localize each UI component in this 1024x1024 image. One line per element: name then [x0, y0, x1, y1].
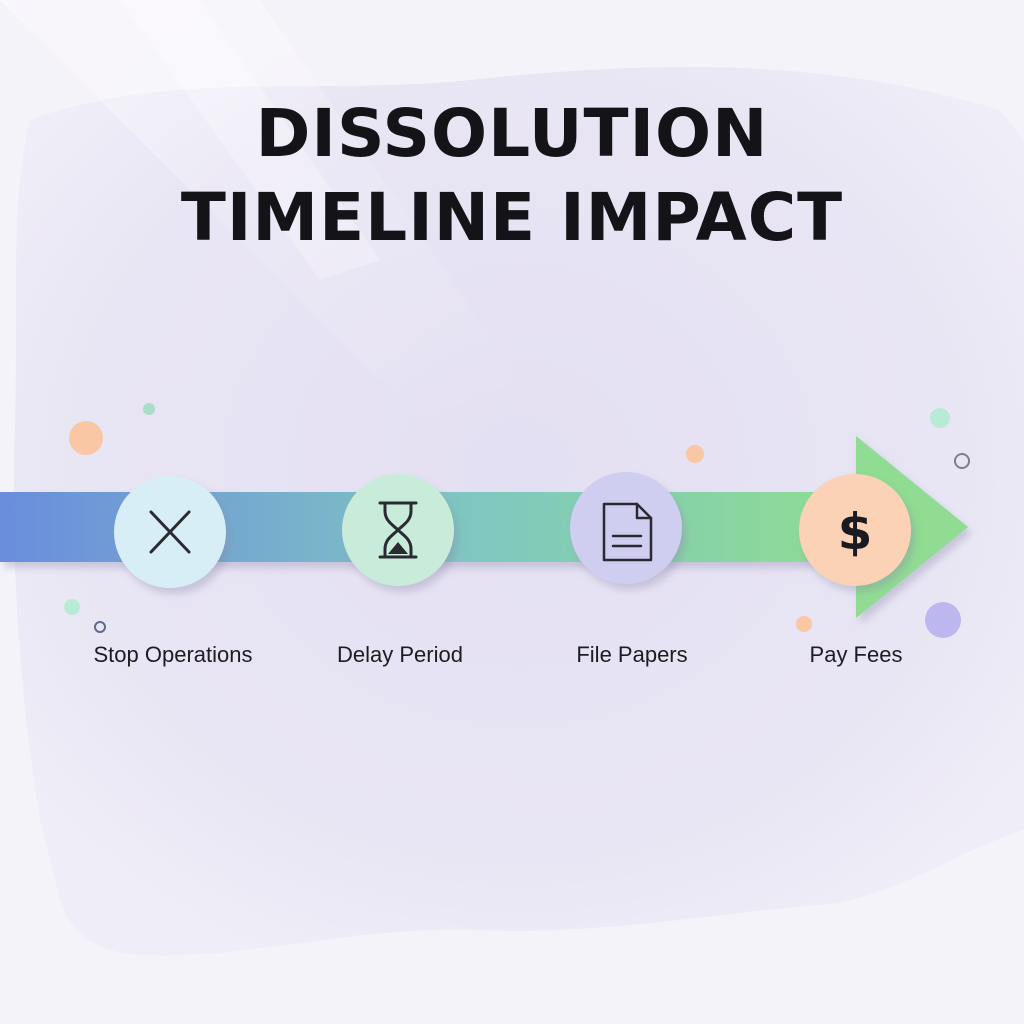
step-stop-operations [114, 476, 226, 588]
step-label-file-papers: File Papers [576, 642, 688, 667]
title-line-2: TIMELINE IMPACT [180, 179, 844, 256]
dot [143, 403, 155, 415]
step-delay-period [342, 474, 454, 586]
step-circle [799, 474, 911, 586]
title-line-1: DISSOLUTION [255, 95, 769, 172]
step-label-delay-period: Delay Period [337, 642, 463, 667]
close-x-icon [149, 510, 191, 554]
step-pay-fees: $ [799, 474, 911, 586]
hourglass-icon [378, 501, 418, 559]
dot [796, 616, 812, 632]
step-file-papers [570, 472, 682, 584]
dot [954, 453, 970, 469]
step-label-stop-operations: Stop Operations [93, 642, 253, 667]
dot [94, 621, 106, 633]
decorative-dots [64, 403, 970, 638]
step-circle [570, 472, 682, 584]
dollar-icon: $ [838, 503, 873, 561]
dot [925, 602, 961, 638]
dot [64, 599, 80, 615]
document-icon [602, 502, 653, 562]
dot [69, 421, 103, 455]
step-label-pay-fees: Pay Fees [809, 642, 903, 667]
dot [686, 445, 704, 463]
dot [930, 408, 950, 428]
